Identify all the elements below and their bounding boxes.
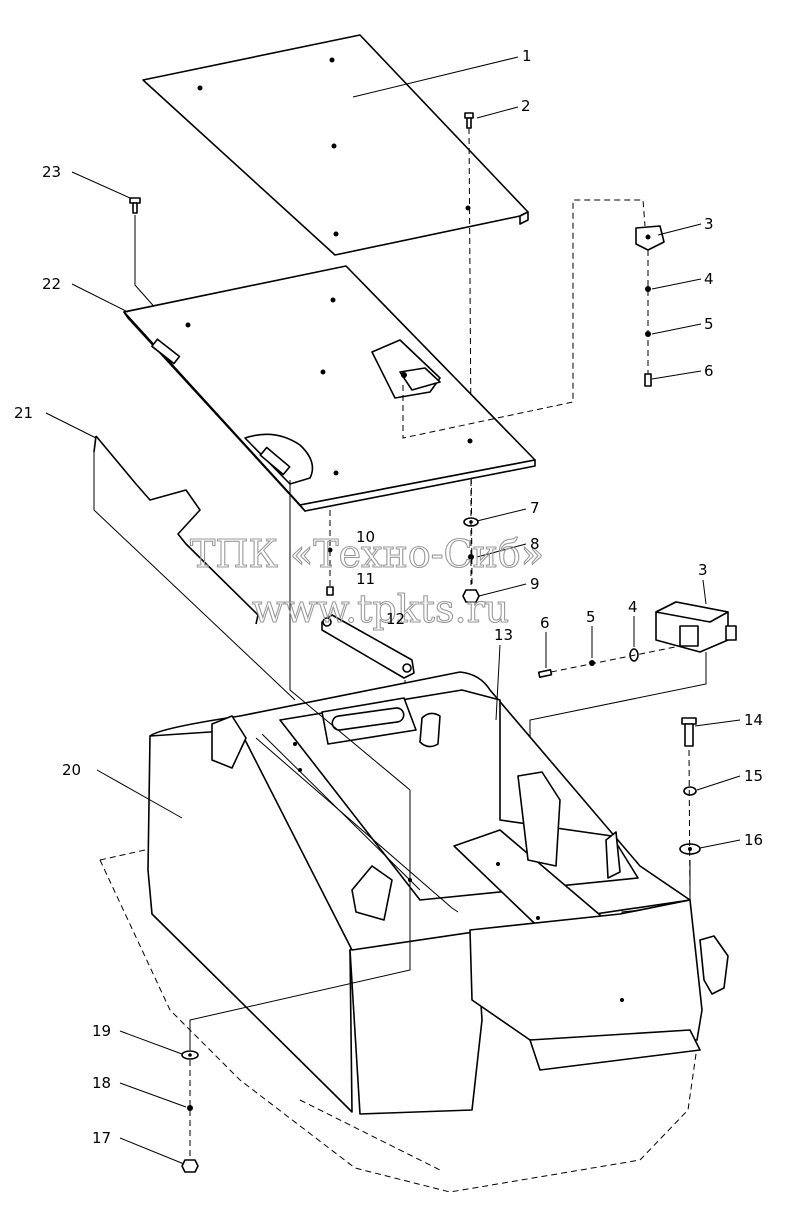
bolt-part-23	[129, 197, 141, 214]
callout-7: 7	[530, 499, 540, 517]
callout-17: 17	[92, 1129, 111, 1147]
watermark-company: ТПК «Техно-Сиб»	[190, 532, 544, 576]
callout-11: 11	[356, 570, 375, 588]
lid-plate-part-22	[123, 265, 536, 512]
callout-13: 13	[494, 626, 513, 644]
callout-15: 15	[744, 767, 763, 785]
assembly-axis-left-bottom	[189, 480, 411, 1050]
callout-labels: 1 2 3 4 5 6 7 8 9 10 11 12 13 14 15 16 1…	[14, 47, 763, 1147]
callout-22: 22	[42, 275, 61, 293]
callout-19: 19	[92, 1022, 111, 1040]
callout-3: 3	[704, 215, 714, 233]
callout-6-lower: 6	[540, 614, 550, 632]
callout-leaders	[45, 56, 741, 1165]
callout-5-lower: 5	[586, 608, 596, 626]
callout-9: 9	[530, 575, 540, 593]
battery-box-part-20	[99, 671, 729, 1193]
callout-18: 18	[92, 1074, 111, 1092]
callout-8: 8	[530, 535, 540, 553]
callout-12: 12	[386, 610, 405, 628]
strap-part-12	[321, 614, 415, 679]
assembly-axis-bolt-2	[468, 127, 473, 586]
watermark: ТПК «Техно-Сиб» www.tpkts.ru	[189, 531, 544, 631]
callout-20: 20	[62, 761, 81, 779]
callout-5: 5	[704, 315, 714, 333]
fasteners-17-18-19	[181, 1050, 199, 1173]
callout-23: 23	[42, 163, 61, 181]
callout-21: 21	[14, 404, 33, 422]
callout-3-lower: 3	[698, 561, 708, 579]
callout-10: 10	[356, 528, 375, 546]
callout-2: 2	[521, 97, 531, 115]
callout-1: 1	[522, 47, 532, 65]
wire-hook-part-21	[93, 435, 296, 701]
callout-14: 14	[744, 711, 763, 729]
callout-6: 6	[704, 362, 714, 380]
assembly-axis-latch	[402, 199, 646, 439]
callout-16: 16	[744, 831, 763, 849]
bolt-part-2	[464, 112, 474, 129]
cover-plate-part-1	[142, 34, 529, 256]
callout-4-lower: 4	[628, 598, 638, 616]
watermark-url: www.tpkts.ru	[252, 587, 509, 631]
callout-4: 4	[704, 270, 714, 288]
latch-assembly-upper	[635, 225, 665, 387]
latch-assembly-lower	[529, 601, 737, 780]
